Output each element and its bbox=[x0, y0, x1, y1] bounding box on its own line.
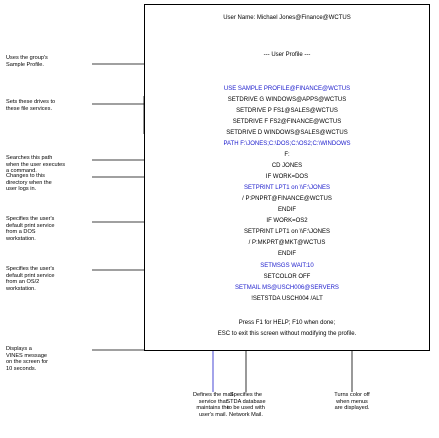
profile-line: ENDIF bbox=[278, 207, 296, 213]
annotation-line: Specifies the user's bbox=[6, 266, 55, 272]
annotation-line: VINES message bbox=[6, 352, 48, 359]
profile-line: SETDRIVE D WINDOWS@SALES@WCTUS bbox=[226, 130, 348, 136]
annotation-line: Network Mail. bbox=[229, 411, 263, 418]
profile-line: SETMAIL MS@USCH006@SERVERS bbox=[235, 285, 339, 291]
annotation-stda: Specifies the STDA database to be used w… bbox=[218, 392, 274, 418]
annotation-line: Changes to this bbox=[6, 173, 45, 179]
annotation-color: Turns color off when menus are displayed… bbox=[324, 392, 380, 412]
profile-screen-panel bbox=[144, 4, 430, 351]
user-name-header: User Name: Michael Jones@Finance@WCTUS bbox=[223, 15, 351, 21]
annotation-drives: Sets these drives to these file services… bbox=[4, 99, 94, 112]
annotation-path: Searches this path when the user execute… bbox=[4, 155, 94, 175]
annotation-line: default print service bbox=[6, 272, 55, 279]
profile-line: / P:PNPRT@FINANCE@WCTUS bbox=[242, 196, 332, 202]
annotation-line: Sets these drives to bbox=[6, 99, 56, 105]
annotation-line: service that bbox=[198, 398, 228, 405]
annotation-line: maintains the bbox=[196, 405, 230, 412]
annotation-line: Specifies the bbox=[229, 392, 263, 398]
profile-line: SETPRINT LPT1 on \\F:\JONES bbox=[244, 185, 330, 191]
profile-line: SETDRIVE F FS2@FINANCE@WCTUS bbox=[232, 119, 342, 125]
annotation-line: Sample Profile. bbox=[6, 61, 44, 68]
annotation-line: Turns color off bbox=[334, 392, 370, 398]
profile-line: F: bbox=[284, 152, 290, 158]
annotation-line: these file services. bbox=[6, 105, 53, 112]
annotation-sample-profile: Uses the group's Sample Profile. bbox=[4, 55, 94, 68]
profile-line: IF WORK=OS2 bbox=[266, 218, 308, 224]
profile-line: IF WORK=DOS bbox=[265, 174, 309, 180]
annotation-dos-print: Specifies the user's default print servi… bbox=[4, 216, 94, 242]
annotation-line: Uses the group's bbox=[6, 55, 48, 61]
annotation-line: to be used with bbox=[227, 405, 265, 412]
annotation-line: workstation. bbox=[6, 285, 36, 292]
annotation-line: a command. bbox=[6, 168, 37, 175]
annotation-directory: Changes to this directory when the user … bbox=[4, 173, 94, 193]
annotation-line: from an OS/2 bbox=[6, 279, 40, 286]
annotation-line: on the screen for bbox=[6, 359, 48, 366]
profile-line: USE SAMPLE PROFILE@FINANCE@WCTUS bbox=[223, 86, 351, 92]
annotation-line: when menus bbox=[336, 398, 368, 405]
annotation-line: user's mail. bbox=[198, 411, 228, 418]
annotation-line: from a DOS bbox=[6, 229, 36, 236]
profile-line: SETDRIVE G WINDOWS@APPS@WCTUS bbox=[227, 97, 347, 103]
profile-line: !SETSTDA USCH004 /ALT bbox=[251, 296, 323, 302]
annotation-line: when the user executes bbox=[6, 161, 66, 168]
annotation-line: directory when the bbox=[6, 179, 52, 186]
annotation-line: Searches this path bbox=[6, 155, 53, 161]
profile-line: SETPRINT LPT1 on \\F:\JONES bbox=[244, 229, 330, 235]
profile-line: PATH F:\JONES;C:\DOS;C:\OS2;C:\WINDOWS bbox=[223, 141, 351, 147]
annotation-line: Displays a bbox=[6, 346, 32, 352]
annotation-line: Defines the mail bbox=[192, 392, 234, 398]
annotation-line: Specifies the user's bbox=[6, 216, 55, 222]
annotation-line: workstation. bbox=[6, 235, 36, 242]
profile-line: ENDIF bbox=[278, 251, 296, 257]
annotation-line: STDA database bbox=[226, 398, 266, 405]
annotation-os2-print: Specifies the user's default print servi… bbox=[4, 266, 94, 292]
profile-line: SETCOLOR OFF bbox=[263, 274, 311, 280]
annotation-line: user logs in. bbox=[6, 186, 37, 193]
annotation-line: 10 seconds. bbox=[6, 365, 37, 372]
footer-help-line: Press F1 for HELP; F10 when done; bbox=[238, 320, 336, 326]
profile-line: / P:MKPRT@MKT@WCTUS bbox=[248, 240, 326, 246]
footer-escape-line: ESC to exit this screen without modifyin… bbox=[217, 331, 357, 337]
annotation-line: default print service bbox=[6, 222, 55, 229]
section-title: --- User Profile --- bbox=[263, 52, 311, 58]
profile-line: SETMSGS WAIT:10 bbox=[260, 263, 314, 269]
annotation-message: Displays a VINES message on the screen f… bbox=[4, 346, 94, 372]
annotation-line: are displayed. bbox=[334, 405, 370, 412]
annotation-mail: Defines the mail service that maintains … bbox=[185, 392, 241, 418]
profile-line: CD JONES bbox=[271, 163, 303, 169]
profile-line: SETDRIVE P FS1@SALES@WCTUS bbox=[236, 108, 338, 114]
